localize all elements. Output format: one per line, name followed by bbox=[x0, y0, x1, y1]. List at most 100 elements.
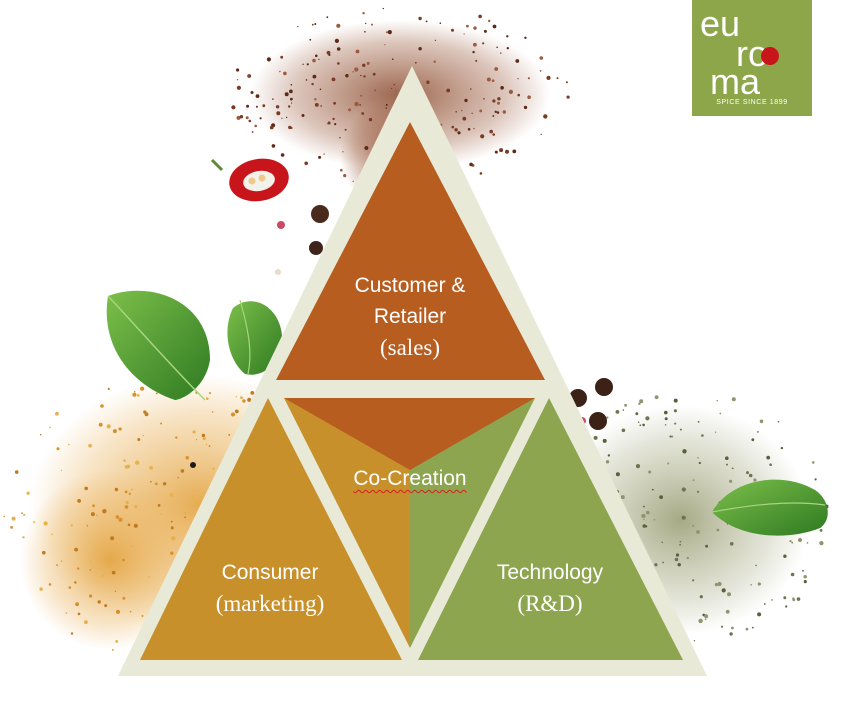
spice-speck bbox=[142, 434, 145, 437]
spice-speck bbox=[334, 38, 339, 44]
spice-speck bbox=[106, 424, 111, 429]
spice-speck bbox=[803, 580, 807, 584]
spice-speck bbox=[759, 419, 764, 424]
spice-speck bbox=[354, 67, 359, 72]
spice-speck bbox=[699, 595, 703, 599]
spice-speck bbox=[289, 89, 293, 94]
spice-speck bbox=[642, 423, 645, 427]
spice-speck bbox=[473, 42, 477, 47]
spice-speck bbox=[806, 542, 809, 544]
spice-speck bbox=[606, 416, 609, 419]
spice-speck bbox=[352, 180, 354, 182]
spice-speck bbox=[664, 410, 668, 415]
spice-speck bbox=[160, 513, 163, 515]
spice-speck bbox=[323, 153, 325, 155]
spice-speck bbox=[234, 409, 239, 414]
spice-speck bbox=[497, 97, 501, 101]
spice-speck bbox=[126, 464, 131, 469]
spice-speck bbox=[635, 412, 639, 416]
spice-speck bbox=[499, 148, 504, 153]
spice-speck bbox=[359, 104, 361, 106]
spice-speck bbox=[114, 487, 119, 492]
spice-speck bbox=[354, 101, 359, 107]
spice-speck bbox=[255, 94, 260, 98]
spice-speck bbox=[500, 52, 502, 54]
spice-speck bbox=[192, 430, 196, 434]
spice-speck bbox=[331, 77, 336, 82]
red-chili bbox=[210, 158, 289, 202]
spice-speck bbox=[196, 439, 198, 441]
spice-speck bbox=[208, 445, 211, 447]
spice-speck bbox=[74, 581, 77, 584]
spice-speck bbox=[675, 553, 680, 557]
spice-speck bbox=[686, 556, 689, 560]
spice-speck bbox=[140, 386, 145, 391]
spice-speck bbox=[624, 403, 627, 407]
spice-speck bbox=[276, 111, 281, 116]
spice-speck bbox=[673, 398, 678, 403]
spice-speck bbox=[471, 112, 474, 115]
spice-speck bbox=[565, 81, 568, 84]
spice-speck bbox=[783, 596, 787, 600]
spice-speck bbox=[374, 89, 377, 92]
spice-speck bbox=[394, 89, 397, 92]
spice-speck bbox=[360, 74, 362, 77]
spice-speck bbox=[262, 104, 266, 108]
spice-speck bbox=[478, 14, 482, 19]
spice-speck bbox=[457, 131, 461, 135]
spice-speck bbox=[339, 137, 341, 139]
spice-speck bbox=[494, 67, 499, 71]
spice-speck bbox=[291, 102, 293, 104]
spice-speck bbox=[523, 105, 528, 110]
spice-speck bbox=[122, 558, 125, 562]
spice-speck bbox=[451, 125, 455, 129]
spice-speck bbox=[716, 528, 720, 532]
spice-speck bbox=[621, 428, 626, 433]
spice-speck bbox=[803, 575, 807, 579]
spice-speck bbox=[546, 75, 551, 80]
spice-speck bbox=[692, 579, 695, 582]
spice-speck bbox=[311, 82, 314, 86]
spice-speck bbox=[231, 105, 236, 110]
spice-speck bbox=[191, 494, 194, 498]
spice-speck bbox=[170, 551, 174, 555]
spice-speck bbox=[212, 467, 215, 470]
spice-speck bbox=[332, 117, 335, 121]
spice-speck bbox=[124, 490, 128, 494]
spice-speck bbox=[798, 538, 802, 542]
spice-speck bbox=[250, 391, 255, 395]
spice-speck bbox=[157, 504, 161, 507]
spice-speck bbox=[326, 16, 329, 19]
spice-speck bbox=[33, 521, 36, 524]
spice-speck bbox=[643, 518, 645, 521]
spice-speck bbox=[155, 482, 158, 486]
spice-speck bbox=[472, 50, 475, 54]
spice-speck bbox=[463, 33, 465, 35]
spice-speck bbox=[638, 421, 640, 423]
spice-speck bbox=[385, 31, 388, 34]
spice-speck bbox=[363, 75, 366, 78]
spice-speck bbox=[122, 596, 126, 600]
spice-speck bbox=[489, 129, 494, 134]
spice-speck bbox=[301, 114, 305, 117]
spice-speck bbox=[681, 515, 686, 520]
spice-speck bbox=[639, 399, 644, 404]
spice-speck bbox=[155, 392, 158, 395]
spice-speck bbox=[56, 564, 58, 566]
spice-speck bbox=[819, 541, 824, 546]
spice-speck bbox=[496, 46, 498, 49]
spice-speck bbox=[70, 632, 74, 635]
spice-speck bbox=[620, 495, 625, 500]
spice-speck bbox=[279, 70, 281, 73]
spice-speck bbox=[77, 499, 81, 503]
spice-speck bbox=[236, 79, 239, 81]
spice-speck bbox=[88, 443, 92, 448]
spice-speck bbox=[524, 36, 527, 39]
spice-speck bbox=[615, 410, 620, 414]
spice-speck bbox=[508, 89, 513, 94]
spice-speck bbox=[725, 609, 730, 614]
spice-speck bbox=[177, 477, 179, 479]
spice-speck bbox=[439, 22, 442, 25]
spice-speck bbox=[239, 115, 244, 119]
spice-speck bbox=[475, 59, 478, 62]
